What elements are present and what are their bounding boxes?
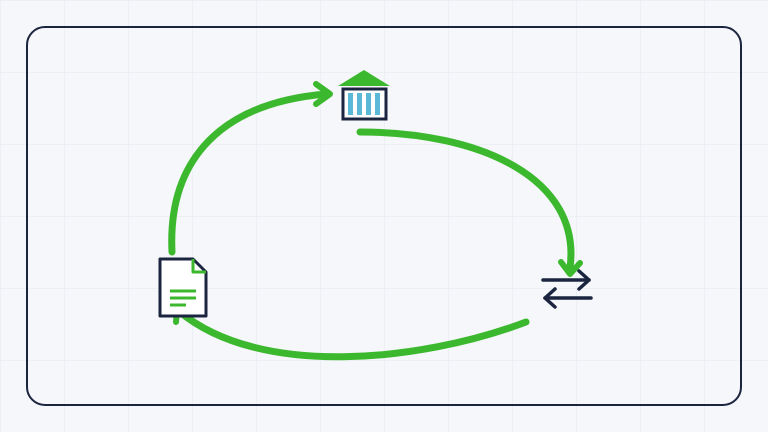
diagram-frame [26,26,742,406]
exchange-arrows-icon [541,269,593,309]
bank-icon [338,70,390,121]
document-icon [158,257,208,318]
arrow-document-to-bank [168,81,333,256]
arrow-bank-to-exchange [356,128,583,277]
